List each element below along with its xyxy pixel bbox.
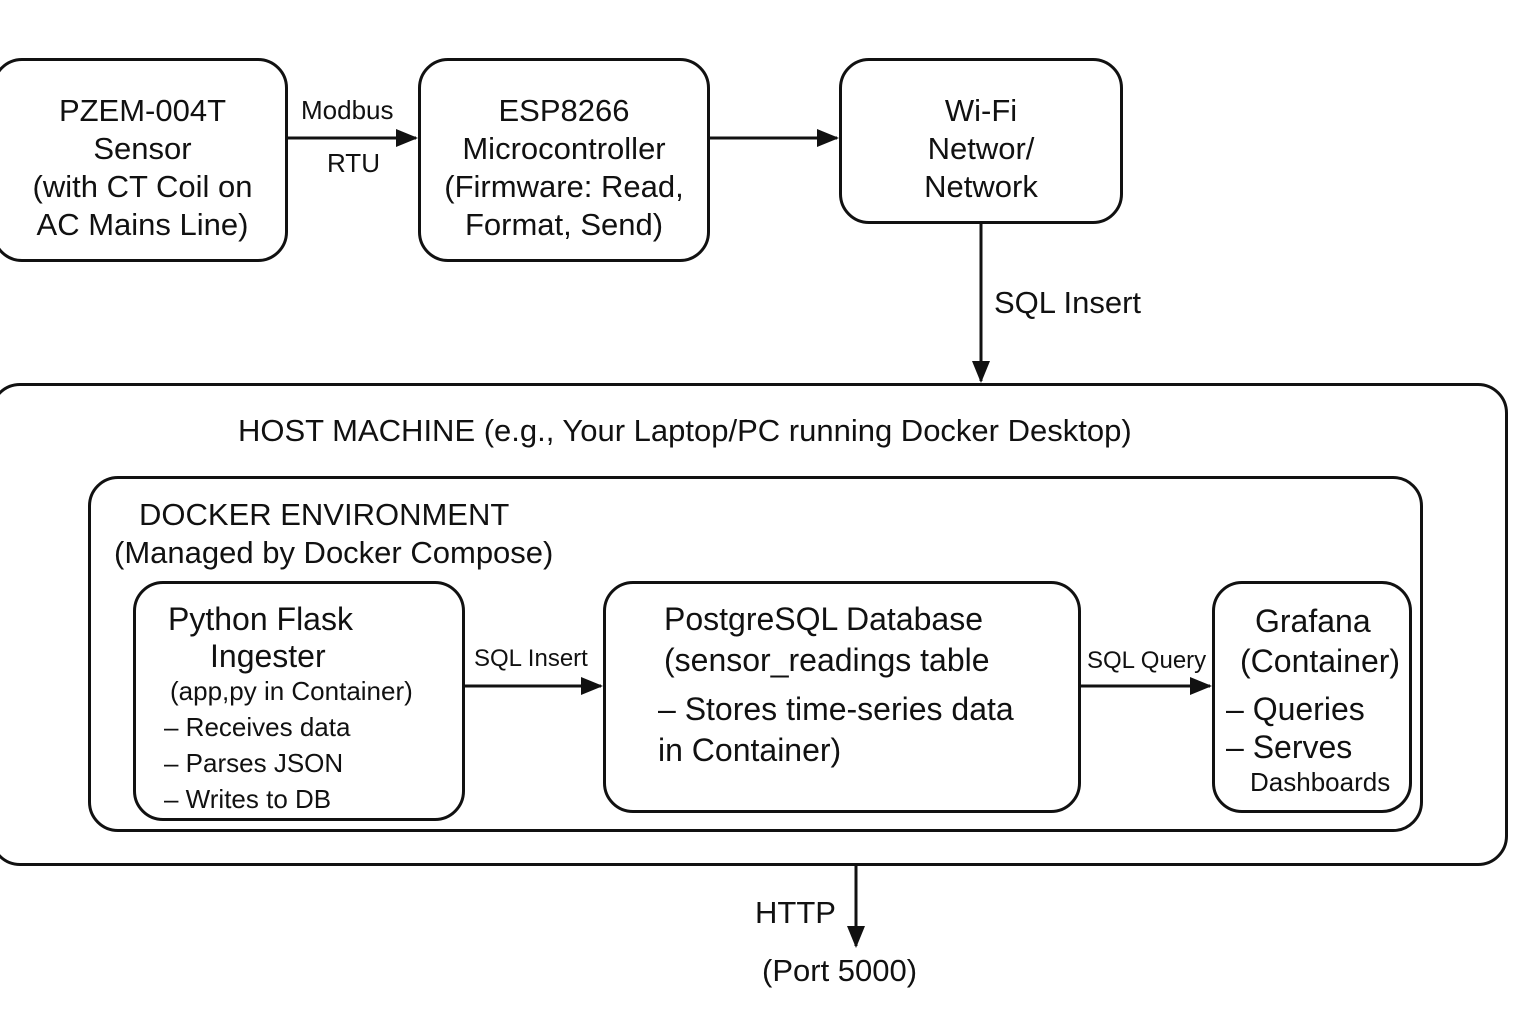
flask-title-line-2: Ingester — [210, 638, 326, 674]
wifi-line-3: Network — [924, 169, 1038, 204]
esp-line-2: Microcontroller — [462, 131, 666, 166]
sql-insert-top-label: SQL Insert — [994, 285, 1142, 320]
http-label: HTTP — [755, 895, 836, 930]
port-label: (Port 5000) — [762, 953, 918, 988]
pzem-line-2: Sensor — [93, 131, 192, 166]
grafana-title: Grafana — [1255, 603, 1371, 639]
pzem-line-1: PZEM-004T — [58, 93, 227, 128]
postgres-bullet-line-1: – Stores time-series data — [658, 691, 1014, 727]
docker-compose-label: (Managed by Docker Compose) — [114, 535, 554, 570]
sql-query-label: SQL Query — [1087, 647, 1207, 674]
esp-line-3: (Firmware: Read, — [444, 169, 684, 204]
rtu-label: RTU — [327, 148, 380, 178]
flask-bullet-3: – Writes to DB — [164, 784, 332, 814]
grafana-bullet-2: – Serves — [1226, 729, 1353, 765]
grafana-bullet-cont: Dashboards — [1250, 767, 1391, 797]
host-machine-label: HOST MACHINE (e.g., Your Laptop/PC runni… — [238, 413, 1132, 448]
flask-ingester-node — [133, 581, 465, 821]
postgres-subtitle: (sensor_readings table — [664, 642, 990, 678]
esp-line-4: Format, Send) — [464, 207, 664, 242]
pzem-sensor-label: PZEM-004T Sensor (with CT Coil on AC Mai… — [0, 92, 285, 244]
postgres-title: PostgreSQL Database — [664, 601, 983, 637]
flask-title-line-1: Python Flask — [168, 601, 353, 637]
docker-environment-label: DOCKER ENVIRONMENT — [139, 497, 510, 532]
wifi-network-node — [839, 58, 1123, 224]
pzem-line-4: AC Mains Line) — [36, 207, 249, 242]
pzem-sensor-node — [0, 58, 288, 262]
modbus-label: Modbus — [301, 95, 394, 125]
flask-bullet-2: – Parses JSON — [164, 748, 344, 778]
wifi-line-1: Wi-Fi — [944, 93, 1018, 128]
wifi-network-label: Wi-Fi Networ/ Network — [839, 92, 1123, 206]
flask-bullet-1: – Receives data — [164, 712, 351, 742]
grafana-node — [1212, 581, 1412, 813]
esp8266-node — [418, 58, 710, 262]
wifi-line-2: Networ/ — [927, 131, 1035, 166]
flask-subtitle: (app,py in Container) — [170, 676, 413, 706]
esp8266-label: ESP8266 Microcontroller (Firmware: Read,… — [418, 92, 710, 244]
postgres-bullet-line-2: in Container) — [658, 732, 842, 768]
esp-line-1: ESP8266 — [498, 93, 630, 128]
pzem-line-3: (with CT Coil on — [32, 169, 253, 204]
grafana-bullet-1: – Queries — [1226, 691, 1365, 727]
postgresql-node — [603, 581, 1081, 813]
sql-insert-inner-label: SQL Insert — [474, 645, 588, 672]
grafana-subtitle: (Container) — [1240, 643, 1401, 679]
